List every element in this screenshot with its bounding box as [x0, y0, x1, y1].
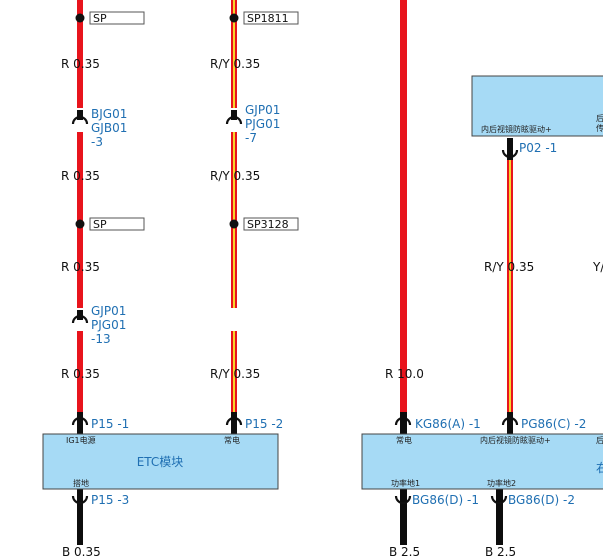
wire-label: B 0.35 — [62, 545, 101, 558]
splice-tags — [89, 11, 299, 231]
splice-dot — [229, 219, 239, 229]
connector-label: GJB01 — [91, 121, 127, 135]
right-edge-2: 右 — [596, 460, 603, 475]
connector-label: -13 — [91, 332, 111, 346]
splice-points — [75, 13, 239, 229]
wire-label: R 0.35 — [61, 260, 100, 274]
connector-label: BG86(D) -1 — [412, 493, 479, 507]
etc-pin-bat: 常电 — [224, 435, 240, 445]
connector-label: BG86(D) -2 — [508, 493, 575, 507]
connector-label: KG86(A) -1 — [415, 417, 481, 431]
connector-label: -3 — [91, 135, 103, 149]
splice-label-sp3128: SP3128 — [247, 218, 289, 231]
top-right-pin-label: 内后视镜防眩驱动+ — [481, 124, 552, 134]
wire-label: R 0.35 — [61, 169, 100, 183]
splice-label-sp-a: SP — [93, 12, 107, 25]
wire-label: Y/ — [592, 260, 603, 274]
connector-label: P15 -1 — [91, 417, 129, 431]
splice-dot — [229, 13, 239, 23]
right-pin-mirror: 内后视镜防眩驱动+ — [480, 435, 551, 445]
connector-label: GJP01 — [245, 103, 280, 117]
connector-label: P02 -1 — [519, 141, 557, 155]
wire-column-3 — [400, 0, 407, 412]
splice-dot — [75, 13, 85, 23]
wire-column-4 — [507, 160, 513, 413]
wire-label: B 2.5 — [485, 545, 516, 558]
splice-label-sp1811: SP1811 — [247, 12, 289, 25]
connector-label: PG86(C) -2 — [521, 417, 586, 431]
etc-module-box[interactable] — [42, 433, 279, 490]
etc-pin-ig1: IG1电源 — [66, 435, 96, 445]
wire-label: R/Y 0.35 — [210, 169, 260, 183]
module-connector-pins — [77, 138, 513, 502]
wire-label: R 10.0 — [385, 367, 424, 381]
connector-pins — [77, 110, 237, 320]
etc-pin-gnd: 搭地 — [73, 478, 89, 488]
wire-label: R/Y 0.35 — [210, 57, 260, 71]
connector-label: P15 -2 — [245, 417, 283, 431]
connector-label: BJG01 — [91, 107, 127, 121]
splice-dot — [75, 219, 85, 229]
top-right-edge-2: 传 — [596, 123, 603, 133]
connector-label: PJG01 — [245, 117, 280, 131]
right-module-box[interactable] — [361, 433, 603, 490]
right-edge-1: 后 — [596, 435, 603, 445]
wire-label: R 0.35 — [61, 57, 100, 71]
splice-label-sp-c: SP — [93, 218, 107, 231]
right-pin-gnd1: 功率地1 — [391, 478, 420, 488]
connector-label: PJG01 — [91, 318, 126, 332]
wire-label: B 2.5 — [389, 545, 420, 558]
wire-label: R/Y 0.35 — [210, 367, 260, 381]
connector-label: GJP01 — [91, 304, 126, 318]
wire-label: R/Y 0.35 — [484, 260, 534, 274]
top-right-edge-1: 后 — [596, 113, 603, 123]
connector-label: P15 -3 — [91, 493, 129, 507]
right-pin-gnd2: 功率地2 — [487, 478, 516, 488]
connector-label: -7 — [245, 131, 257, 145]
wire-label: R 0.35 — [61, 367, 100, 381]
etc-module-name: ETC模块 — [137, 455, 184, 469]
ground-wires — [77, 500, 503, 545]
right-pin-bat: 常电 — [396, 435, 412, 445]
top-right-module-box[interactable] — [471, 75, 603, 137]
